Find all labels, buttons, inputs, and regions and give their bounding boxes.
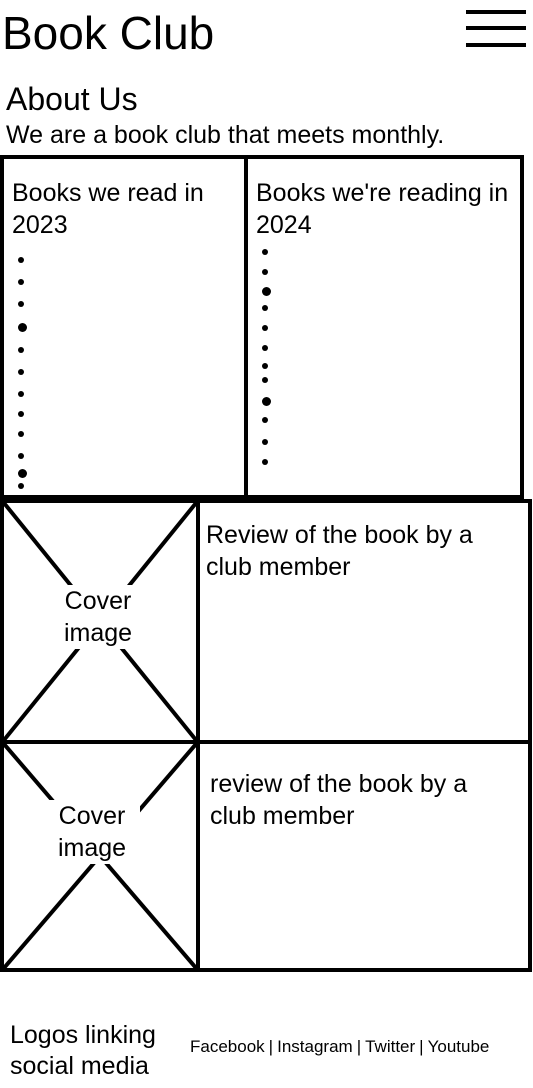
about-text: We are a book club that meets monthly. [6, 121, 445, 149]
social-logos-label: Logos linking social media [10, 1021, 156, 1080]
bullet-point [18, 257, 24, 263]
facebook-link[interactable]: Facebook [190, 1037, 265, 1056]
bullet-point [262, 345, 268, 351]
cover-image-label: Cover image [50, 585, 146, 649]
review-2-panel: review of the book by a club member [196, 740, 532, 972]
books-2024-panel: Books we're reading in 2024 [244, 155, 524, 499]
books-2023-title: Books we read in 2023 [12, 179, 204, 239]
social-links: Facebook|Instagram|Twitter|Youtube [190, 1036, 489, 1058]
link-separator: | [356, 1037, 362, 1056]
site-title: Book Club [2, 7, 215, 59]
bullet-point [262, 439, 268, 445]
bullet-point [18, 469, 27, 478]
bullet-point [18, 279, 24, 285]
bullet-point [262, 363, 268, 369]
bullet-point [18, 301, 24, 307]
bullet-point [18, 347, 24, 353]
bullet-point [18, 323, 27, 332]
bullet-point [18, 411, 24, 417]
hamburger-menu-icon [466, 10, 526, 14]
bullet-point [262, 417, 268, 423]
bullet-point [262, 269, 268, 275]
books-2023-panel: Books we read in 2023 [0, 155, 248, 499]
bullet-point [262, 287, 271, 296]
bullet-point [262, 397, 271, 406]
hamburger-menu-button[interactable] [466, 8, 528, 50]
bullet-point [262, 325, 268, 331]
review-1-panel: Review of the book by a club member [196, 499, 532, 744]
link-separator: | [419, 1037, 424, 1056]
bullet-point [262, 249, 268, 255]
bullet-point [18, 369, 24, 375]
bullet-point [262, 305, 268, 311]
bullet-point [18, 453, 24, 459]
books-2024-title: Books we're reading in 2024 [256, 179, 509, 239]
bullet-point [262, 459, 268, 465]
cover-image-label: Cover image [44, 800, 140, 864]
bullet-point [262, 377, 268, 383]
link-separator: | [268, 1037, 274, 1056]
bullet-point [18, 391, 24, 397]
cover-image-2: Cover image [0, 740, 200, 972]
about-heading: About Us [6, 81, 138, 117]
hamburger-menu-icon-bar [466, 43, 526, 47]
bullet-point [18, 431, 24, 437]
instagram-link[interactable]: Instagram [277, 1037, 353, 1056]
hamburger-menu-icon-bar [466, 26, 526, 30]
bullet-point [18, 483, 24, 489]
twitter-link[interactable]: Twitter [365, 1037, 416, 1056]
youtube-link[interactable]: Youtube [427, 1037, 490, 1056]
cover-image-1: Cover image [0, 499, 200, 744]
review-1-text: Review of the book by a club member [206, 521, 473, 581]
review-2-text: review of the book by a club member [210, 770, 468, 830]
